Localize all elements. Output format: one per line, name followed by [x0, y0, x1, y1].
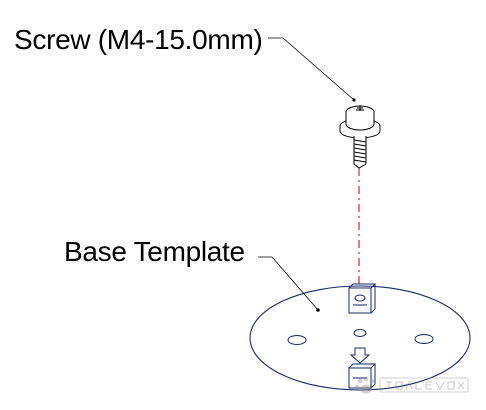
bracket-bottom	[348, 363, 377, 389]
screw-icon	[339, 105, 381, 169]
screw-label: Screw (M4-15.0mm)	[14, 24, 263, 55]
bracket-top	[348, 283, 377, 314]
base-hole-right	[414, 334, 434, 344]
arrow-down-icon	[349, 347, 371, 364]
base-holes	[287, 329, 434, 345]
base-hole-left	[287, 335, 307, 345]
base-template-label: Base Template	[64, 236, 245, 267]
base-leader	[258, 256, 320, 312]
baidu-watermark-logo	[354, 376, 469, 394]
screw-leader	[268, 37, 356, 102]
base-template	[249, 285, 471, 391]
base-hole-center	[353, 329, 367, 337]
